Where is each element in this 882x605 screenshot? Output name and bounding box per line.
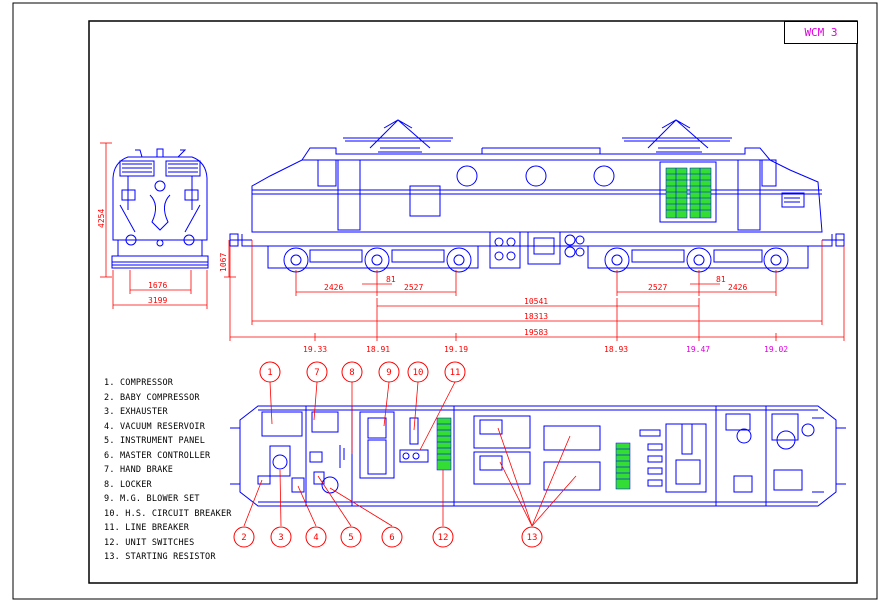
legend-item: 9. M.G. BLOWER SET	[104, 494, 200, 504]
axle-load: 19.19	[444, 345, 468, 354]
legend-item: 11. LINE BREAKER	[104, 523, 190, 533]
callout-label: 3	[278, 533, 283, 543]
plan-unit-switches	[436, 417, 631, 490]
dim-bogie-left-a: 2426	[324, 283, 343, 292]
side-view	[229, 119, 845, 273]
callout-label: 6	[389, 533, 394, 543]
legend-item: 10. H.S. CIRCUIT BREAKER	[104, 508, 232, 519]
side-dimensions	[229, 240, 845, 341]
axle-load: 18.91	[366, 345, 390, 354]
callout-label: 12	[438, 533, 449, 543]
dim-front-height: 4254	[97, 209, 106, 228]
callout-label: 9	[386, 368, 391, 378]
axle-load: 19.33	[303, 345, 327, 354]
plan-view	[230, 405, 846, 507]
dim-front-outer-width: 3199	[148, 296, 167, 305]
legend-item: 3. EXHAUSTER	[104, 407, 168, 417]
legend-item: 4. VACUUM RESERVOIR	[104, 421, 206, 432]
legend-item: 1. COMPRESSOR	[104, 378, 174, 388]
dim-bogie-left-c: 81	[386, 275, 396, 284]
callout-label: 7	[314, 368, 319, 378]
callout-label: 8	[349, 368, 354, 378]
front-view	[111, 148, 209, 269]
side-grille-lines	[666, 168, 711, 218]
callouts	[233, 361, 543, 548]
legend-item: 12. UNIT SWITCHES	[104, 537, 195, 548]
dim-front-inner-width: 1676	[148, 281, 167, 290]
drawing-title: WCM 3	[784, 21, 858, 44]
callout-label: 13	[527, 533, 538, 543]
dim-bogie-right-c: 81	[716, 275, 726, 284]
front-dimensions	[100, 142, 236, 309]
callout-leaders	[243, 381, 577, 527]
legend-item: 7. HAND BRAKE	[104, 465, 174, 475]
legend-item: 5. INSTRUMENT PANEL	[104, 436, 206, 446]
dim-bogie-right-b: 2426	[728, 283, 747, 292]
callout-label: 10	[413, 368, 424, 378]
legend-list: 1. COMPRESSOR 2. BABY COMPRESSOR 3. EXHA…	[104, 376, 232, 565]
callout-label: 4	[313, 533, 318, 543]
callout-label: 11	[450, 368, 461, 378]
axle-load: 19.47	[686, 345, 710, 354]
axle-load: 18.93	[604, 345, 628, 354]
inner-frame	[88, 20, 858, 584]
legend-item: 2. BABY COMPRESSOR	[104, 392, 200, 403]
callout-label: 2	[241, 533, 246, 543]
outer-frame	[12, 2, 878, 600]
callout-label: 5	[348, 533, 353, 543]
plan-switch-lines	[437, 423, 630, 480]
side-grilles	[665, 167, 712, 219]
legend-item: 13. STARTING RESISTOR	[104, 552, 216, 562]
dim-bogie-left-b: 2527	[404, 283, 423, 292]
legend-item: 6. MASTER CONTROLLER	[104, 450, 211, 461]
callout-label: 1	[267, 368, 272, 378]
dim-front-wheel: 1067	[219, 253, 228, 272]
dim-centers: 10541	[524, 297, 548, 306]
axle-load: 19.02	[764, 345, 788, 354]
dim-over-body: 18313	[524, 312, 548, 321]
dim-bogie-right-a: 2527	[648, 283, 667, 292]
dim-over-buffers: 19583	[524, 328, 548, 337]
legend-item: 8. LOCKER	[104, 479, 152, 490]
